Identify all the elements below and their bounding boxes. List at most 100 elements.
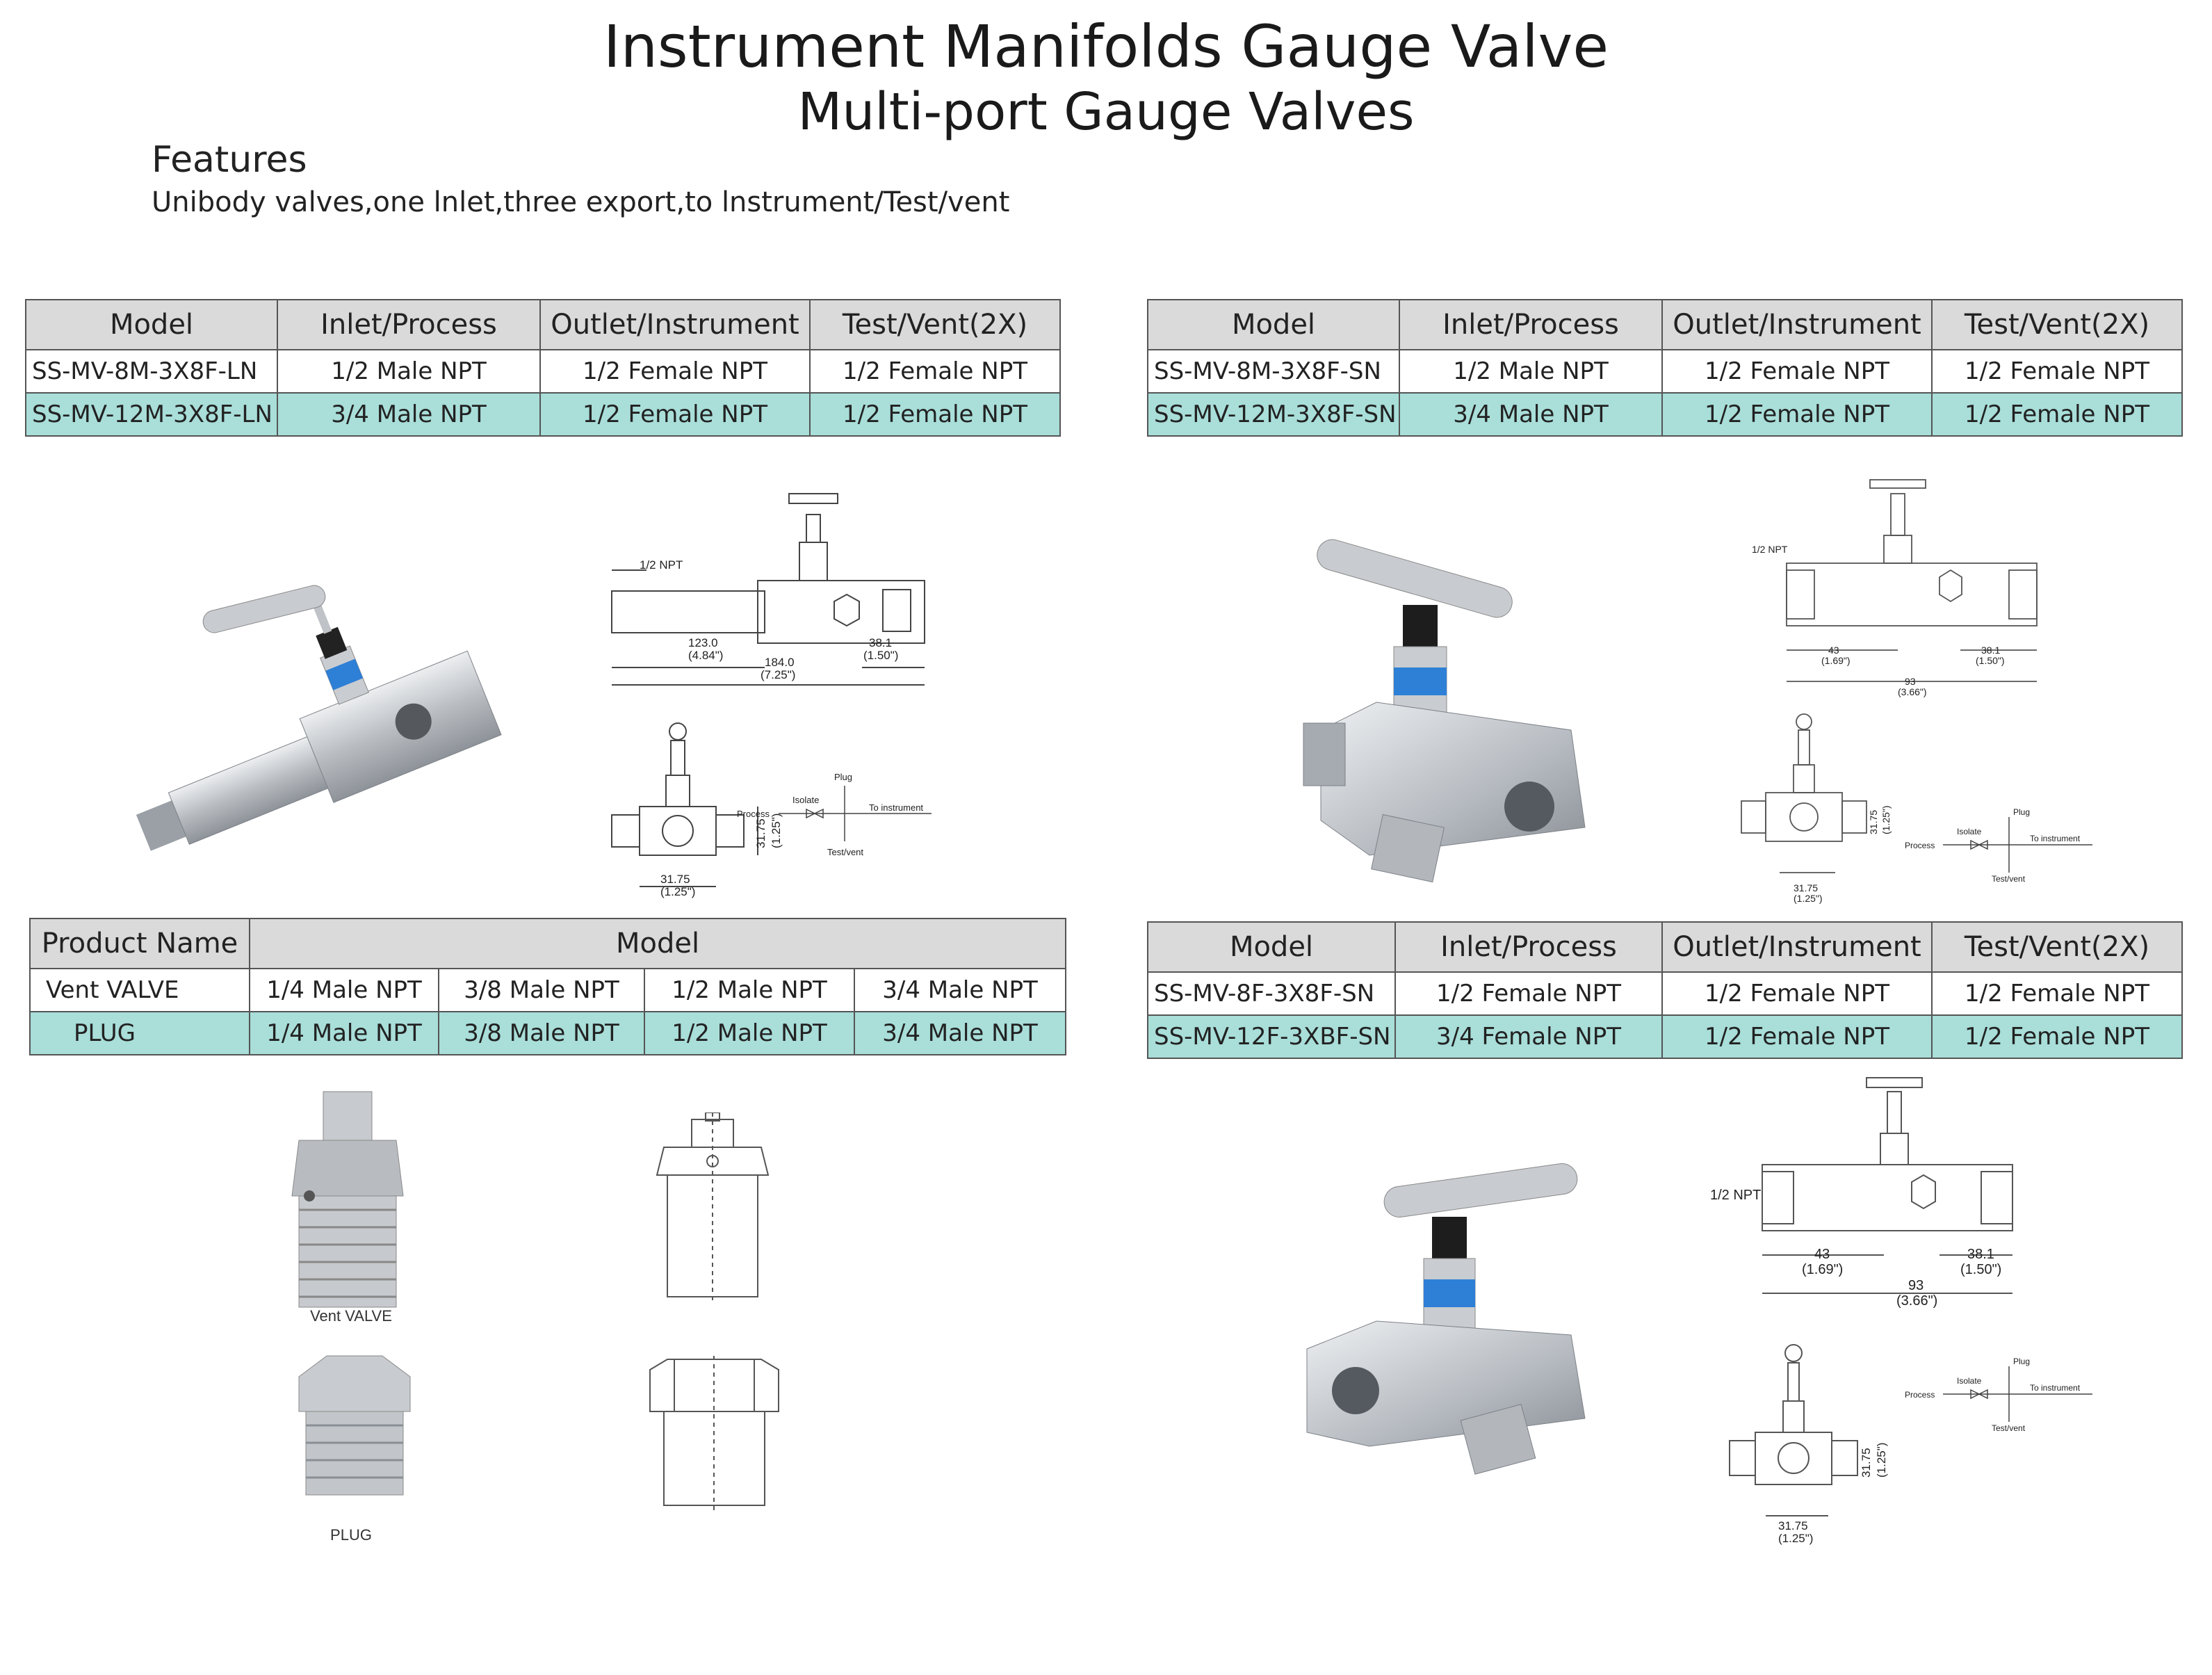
dim-label: 93 [1908,1278,1924,1293]
outlet-cell: 1/2 Female NPT [539,349,811,394]
features-text: Unibody valves,one lnlet,three export,to… [152,186,1010,218]
spec-table-sn-female: Model Inlet/Process Outlet/Instrument Te… [1147,921,2183,1059]
model-cell: SS-MV-12M-3X8F-SN [1147,392,1400,437]
dim-label: (1.50") [1960,1262,2001,1277]
npt-label: 1/2 NPT [1710,1188,1761,1203]
table-row: SS-MV-12F-3XBF-SN 3/4 Female NPT 1/2 Fem… [1147,1014,2183,1059]
col-model: Model [25,299,278,350]
inlet-cell: 1/2 Female NPT [1394,971,1663,1016]
dim-label: 38.1 [1981,645,2000,656]
model-cell: 1/4 Male NPT [249,1011,439,1055]
dim-label: 31.75 [660,873,690,886]
col-model: Model [1147,921,1396,973]
test-vent-cell: 1/2 Female NPT [1931,392,2183,437]
test-vent-cell: 1/2 Female NPT [809,392,1061,437]
model-cell: 1/2 Male NPT [644,1011,855,1055]
inlet-cell: 3/4 Male NPT [1399,392,1663,437]
spec-table-ln: Model Inlet/Process Outlet/Instrument Te… [25,299,1061,437]
test-vent-cell: 1/2 Female NPT [1931,1014,2183,1059]
dim-label: 184.0 [765,656,795,669]
test-vent-cell: 1/2 Female NPT [809,349,1061,394]
dim-label: (1.25") [770,814,783,848]
table-row: SS-MV-8M-3X8F-SN 1/2 Male NPT 1/2 Female… [1147,349,2183,394]
plug-label: Plug [834,772,852,782]
vent-plug-table: Product Name Model Vent VALVE 1/4 Male N… [29,918,1067,1055]
inlet-cell: 1/2 Male NPT [1399,349,1663,394]
page-subtitle: Multi-port Gauge Valves [797,82,1415,142]
dim-label: (1.69") [1821,655,1851,666]
isolate-label: Isolate [1957,1376,1982,1386]
col-test-vent: Test/Vent(2X) [1931,921,2183,973]
dim-label: 38.1 [1967,1247,1994,1262]
dim-label: 43 [1814,1247,1830,1262]
col-inlet: Inlet/Process [1399,299,1663,350]
outlet-cell: 1/2 Female NPT [1661,349,1933,394]
dim-label: (3.66") [1898,686,1927,697]
process-label: Process [737,809,770,819]
table-row: SS-MV-8M-3X8F-LN 1/2 Male NPT 1/2 Female… [25,349,1061,394]
dim-label: (1.25") [1880,805,1892,834]
process-label: Process [1905,841,1935,850]
npt-label: 1/2 NPT [1752,544,1788,555]
to-instrument-label: To instrument [869,802,923,813]
outlet-cell: 1/2 Female NPT [1661,971,1933,1016]
dim-label: (1.50") [863,649,898,662]
dim-label: (7.25") [761,668,795,681]
dim-label: 31.75 [1860,1448,1873,1478]
dim-label: (1.25") [660,885,695,898]
model-cell: 3/4 Male NPT [853,968,1067,1012]
dim-label: 43 [1828,645,1839,656]
col-inlet: Inlet/Process [277,299,541,350]
col-model: Model [1147,299,1400,350]
table-row: SS-MV-8F-3X8F-SN 1/2 Female NPT 1/2 Fema… [1147,971,2183,1016]
flow-schematic-sn-female: Plug Isolate Process To instrument Test/… [1905,1357,2092,1432]
dim-label: 31.75 [1868,810,1879,834]
dim-label: (1.25") [1778,1532,1813,1545]
inlet-cell: 3/4 Male NPT [277,392,541,437]
col-product-name: Product Name [29,918,250,969]
col-outlet: Outlet/Instrument [1661,921,1933,973]
model-cell: 3/4 Male NPT [853,1011,1067,1055]
model-cell: SS-MV-8M-3X8F-LN [25,349,278,394]
model-cell: SS-MV-8M-3X8F-SN [1147,349,1400,394]
to-instrument-label: To instrument [2030,834,2081,843]
product-name-cell: Vent VALVE [29,968,250,1012]
isolate-label: Isolate [792,795,819,805]
plug-caption: PLUG [330,1526,372,1544]
dim-label: 38.1 [869,636,892,649]
table-row: PLUG 1/4 Male NPT 3/8 Male NPT 1/2 Male … [29,1011,1067,1055]
page-title: Instrument Manifolds Gauge Valve [603,13,1609,81]
valve-photo-sn-male [1303,539,1586,883]
col-outlet: Outlet/Instrument [539,299,811,350]
table-row: SS-MV-12M-3X8F-LN 3/4 Male NPT 1/2 Femal… [25,392,1061,437]
vent-valve-photo [291,1091,404,1308]
model-cell: SS-MV-12M-3X8F-LN [25,392,278,437]
outlet-cell: 1/2 Female NPT [539,392,811,437]
dim-label: (1.69") [1802,1262,1843,1277]
plug-drawing [649,1356,779,1512]
drawing-sn-male: 1/2 NPT 43 (1.69") 93 (3.66") 38.1 (1.50… [1741,479,2038,904]
table-row: SS-MV-12M-3X8F-SN 3/4 Male NPT 1/2 Femal… [1147,392,2183,437]
vent-valve-caption: Vent VALVE [310,1307,392,1325]
npt-label: 1/2 NPT [640,558,683,572]
valve-photo-sn-female [1306,1163,1586,1475]
outlet-cell: 1/2 Female NPT [1661,392,1933,437]
model-cell: SS-MV-12F-3XBF-SN [1147,1014,1396,1059]
outlet-cell: 1/2 Female NPT [1661,1014,1933,1059]
dim-label: (1.25") [1875,1443,1888,1478]
dim-label: (1.50") [1976,655,2005,666]
to-instrument-label: To instrument [2030,1383,2081,1393]
dim-label: 93 [1905,676,1916,687]
model-cell: 3/8 Male NPT [438,1011,645,1055]
process-label: Process [1905,1390,1935,1400]
test-vent-cell: 1/2 Female NPT [1931,349,2183,394]
inlet-cell: 3/4 Female NPT [1394,1014,1663,1059]
product-name-cell: PLUG [29,1011,250,1055]
features-heading: Features [152,139,307,181]
col-test-vent: Test/Vent(2X) [1931,299,2183,350]
dim-label: (3.66") [1896,1293,1937,1309]
plug-photo [298,1355,411,1496]
dim-label: 123.0 [688,636,718,649]
flow-schematic-ln: Plug Isolate Process To instrument Test/… [737,772,932,857]
dim-label: 31.75 [754,818,767,848]
